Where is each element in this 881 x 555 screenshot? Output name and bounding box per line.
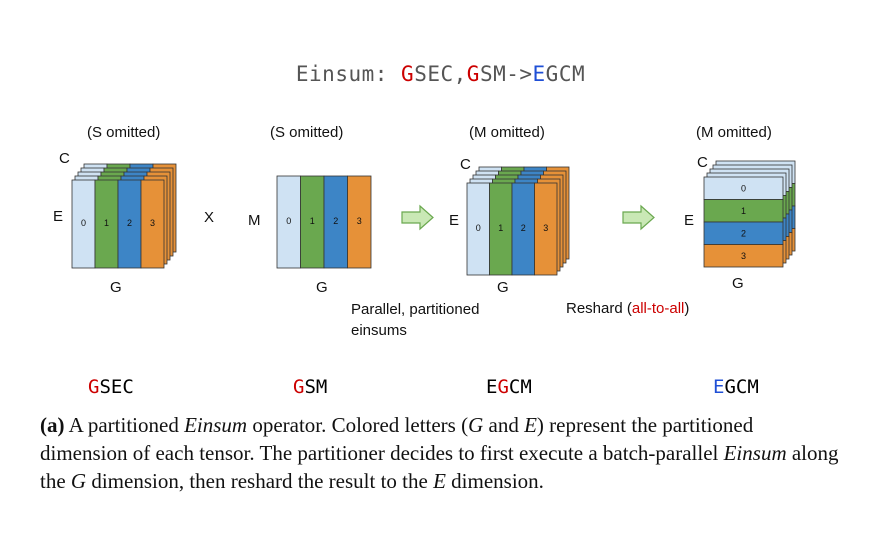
reshard-highlight: all-to-all xyxy=(631,300,685,317)
tensor1-slice-label: 2 xyxy=(127,218,132,228)
caption-einsum: Einsum xyxy=(723,441,787,465)
tensor2-m-label: M xyxy=(248,212,261,229)
tensor2-slice-label: 2 xyxy=(333,216,338,226)
notation-egcm-resharded: EGCM xyxy=(713,376,759,398)
tensor4-slice-label: 1 xyxy=(741,206,746,216)
tensor4-header: (M omitted) xyxy=(696,124,772,141)
caption-text: and xyxy=(483,413,525,437)
tensor3-slice-label: 2 xyxy=(521,223,526,233)
reshard-prefix: Reshard ( xyxy=(566,300,632,317)
caption-label: (a) xyxy=(40,413,65,437)
tensor1-slice-label: 0 xyxy=(81,218,86,228)
reshard-step-label: Reshard (all-to-all) xyxy=(566,300,689,317)
notation-gsec-highlight: G xyxy=(88,376,100,398)
parallel-step-label: Parallel, partitioned einsums xyxy=(351,301,480,339)
tensor1-e-label: E xyxy=(53,208,64,225)
operator-x: X xyxy=(204,209,215,226)
tensor4-e-label: E xyxy=(684,212,695,229)
tensor4-slice-3 xyxy=(703,244,784,268)
notation-gsm-rest: SM xyxy=(304,376,328,398)
caption-text: operator. Colored letters ( xyxy=(247,413,469,437)
tensor3-e-label: E xyxy=(449,212,460,229)
einsum-equation: Einsum: GSEC,GSM->EGCM xyxy=(0,62,881,86)
tensor1-slice-label: 3 xyxy=(150,218,155,228)
tensor3-g-label: G xyxy=(497,279,509,296)
tensor2-slice-label: 1 xyxy=(310,216,315,226)
tensor3-slice-label: 0 xyxy=(476,223,481,233)
notation-egcm-resharded-highlight: E xyxy=(713,376,725,398)
reshard-suffix: ) xyxy=(684,300,690,317)
equation-sm-arrow: SM-> xyxy=(479,62,533,86)
tensor4-slice-label: 0 xyxy=(741,183,746,193)
caption-text: dimension, then reshard the result to th… xyxy=(86,469,434,493)
tensor1-header: (S omitted) xyxy=(87,124,161,141)
equation-g2: G xyxy=(466,62,480,86)
arrow-reshard-icon xyxy=(622,204,655,231)
figure-caption: (a) A partitioned Einsum operator. Color… xyxy=(40,411,840,495)
caption-text: A partitioned xyxy=(64,413,185,437)
notation-egcm-highlight: G xyxy=(497,376,509,398)
equation-gcm: GCM xyxy=(545,62,586,86)
equation-prefix: Einsum: xyxy=(295,62,402,86)
tensor3-header: (M omitted) xyxy=(469,124,545,141)
tensor4-slice-label: 2 xyxy=(741,228,746,238)
tensor-diagram: 0 1 2 3 0 1 2 3 0 1 2 3 0 1 2 3 xyxy=(71,160,796,276)
caption-var-g: G xyxy=(468,413,484,437)
notation-egcm: EGCM xyxy=(486,376,532,398)
caption-einsum: Einsum xyxy=(184,413,248,437)
caption-text: along the xyxy=(40,441,839,493)
tensor1-slice-label: 1 xyxy=(104,218,109,228)
tensor2-slice-label: 3 xyxy=(357,216,362,226)
notation-egcm-resharded-rest: GCM xyxy=(724,376,759,398)
tensor3-slice-label: 1 xyxy=(498,223,503,233)
equation-e: E xyxy=(532,62,546,86)
caption-var-g: G xyxy=(70,469,87,493)
tensor2-slice-label: 0 xyxy=(286,216,291,226)
tensor1-slice-3 xyxy=(140,179,165,269)
tensor-egcm-resharded-stack: 0 1 2 3 xyxy=(703,160,796,268)
tensor3-slice-label: 3 xyxy=(543,223,548,233)
notation-gsec: GSEC xyxy=(88,376,134,398)
tensor-gsm: 0 1 2 3 xyxy=(276,175,372,269)
tensor2-slice-3 xyxy=(347,175,372,269)
equation-sec: SEC, xyxy=(414,62,467,86)
notation-egcm-rest: CM xyxy=(508,376,532,398)
tensor2-g-label: G xyxy=(316,279,328,296)
notation-gsec-rest: SEC xyxy=(99,376,134,398)
tensor4-c-label: C xyxy=(697,154,708,171)
tensor2-header: (S omitted) xyxy=(270,124,344,141)
tensor1-c-label: C xyxy=(59,150,70,167)
caption-text: ) represent the partitioned dimension of… xyxy=(40,413,754,465)
notation-gsm-highlight: G xyxy=(293,376,305,398)
equation-g1: G xyxy=(401,62,415,86)
tensor3-c-label: C xyxy=(460,156,471,173)
tensor3-slice-3 xyxy=(534,182,558,276)
notation-gsm: GSM xyxy=(293,376,327,398)
caption-var-e: E xyxy=(524,413,537,437)
tensor1-g-label: G xyxy=(110,279,122,296)
tensor-gsec-stack: 0 1 2 3 xyxy=(71,163,177,269)
caption-var-e: E xyxy=(433,469,446,493)
tensor4-g-label: G xyxy=(732,275,744,292)
notation-egcm-prefix: E xyxy=(486,376,498,398)
tensor-egcm-stack: 0 1 2 3 xyxy=(466,166,570,276)
arrow-parallel-icon xyxy=(401,204,434,231)
caption-text: dimension. xyxy=(445,469,544,493)
tensor4-slice-label: 3 xyxy=(741,251,746,261)
